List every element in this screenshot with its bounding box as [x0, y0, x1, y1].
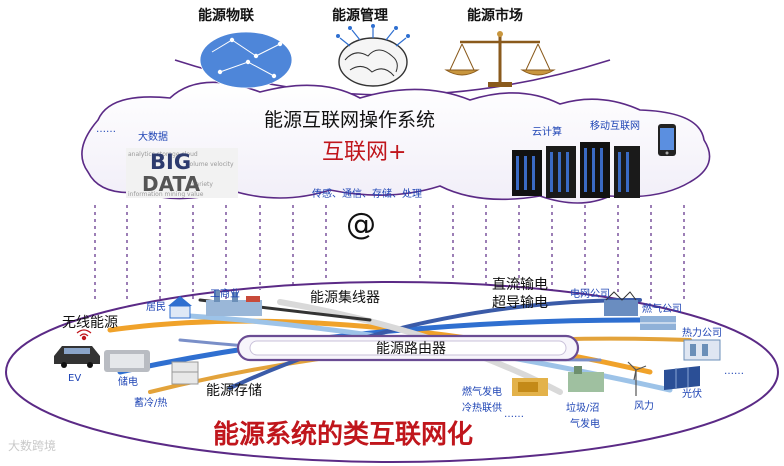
- cloud-dots-left: ……: [96, 124, 116, 135]
- watermark-text: 大数跨境: [8, 439, 57, 453]
- waste-biogas-plant-icon: [568, 366, 604, 392]
- big-data-art-line1: BIG: [150, 150, 192, 174]
- cloud-title: 能源互联网操作系统: [264, 109, 436, 131]
- big-data-art-line2: DATA: [142, 172, 201, 196]
- battery-storage-icon: [104, 350, 150, 372]
- balance-scale-icon: [444, 31, 556, 87]
- functions-label: 传感、通信、存储、处理: [312, 189, 422, 200]
- wind-turbine-icon: [627, 361, 647, 396]
- pv-label: 光伏: [682, 389, 702, 400]
- globe-network-icon: [199, 31, 293, 89]
- cloud-dots-mid: ……: [504, 409, 524, 420]
- heat-company-label: 热力公司: [682, 328, 722, 339]
- energy-system-ellipse: [5, 281, 779, 463]
- energy-router-label: 能源路由器: [376, 341, 446, 357]
- waste-label: 垃圾/沼: [566, 403, 600, 414]
- grid-company-label: 电网公司: [570, 289, 610, 300]
- big-data-wordcloud-icon: analytics storage cloud volume velocity …: [126, 148, 238, 198]
- industry-label: 工商业: [210, 289, 240, 300]
- gas-power-label: 燃气发电: [462, 387, 502, 398]
- dashed-connectors: [94, 205, 685, 300]
- ev-label: EV: [68, 373, 82, 384]
- heat-plant-icon: [683, 339, 721, 361]
- superconducting-transmission-label: 超导输电: [492, 295, 548, 311]
- solar-panel-icon: [664, 366, 700, 390]
- mobile-internet-label: 移动互联网: [590, 121, 640, 132]
- gas-pipeline-icon: [640, 316, 676, 330]
- mobile-phone-icon: [658, 124, 676, 156]
- at-symbol: @: [346, 207, 376, 242]
- svg-text:analytics storage cloud: analytics storage cloud: [128, 151, 198, 158]
- refrigerator-icon: [171, 361, 199, 385]
- resident-label: 居民: [146, 302, 166, 313]
- biogas-power-label: 气发电: [570, 419, 600, 430]
- gas-company-label: 燃气公司: [642, 304, 682, 315]
- svg-text:volume velocity: volume velocity: [186, 161, 234, 168]
- gas-turbine-icon: [512, 378, 548, 396]
- label-energy-iot: 能源物联: [198, 8, 254, 24]
- internet-plus-label: 互联网+: [322, 140, 407, 165]
- factory-icon: [206, 290, 262, 316]
- energy-storage-label: 能源存储: [206, 383, 262, 399]
- big-data-label: 大数据: [138, 132, 168, 143]
- ring-dots-right: ……: [724, 366, 744, 377]
- footer-title: 能源系统的类互联网化: [213, 420, 474, 450]
- cchp-label: 冷热联供: [462, 403, 502, 414]
- grid-tower-icon: [604, 291, 638, 316]
- wind-label: 风力: [634, 401, 654, 412]
- wireless-signal-icon: [76, 329, 92, 341]
- energy-hub-label: 能源集线器: [310, 290, 380, 306]
- label-energy-management: 能源管理: [332, 8, 388, 24]
- wireless-energy-label: 无线能源: [62, 315, 118, 331]
- server-racks-icon: [512, 142, 640, 198]
- dc-transmission-label: 直流输电: [492, 277, 548, 293]
- power-storage-label: 储电: [118, 377, 138, 388]
- svg-text:variety: variety: [192, 181, 213, 188]
- residential-house-icon: [168, 296, 192, 319]
- label-energy-market: 能源市场: [467, 8, 523, 24]
- cloud-computing-label: 云计算: [532, 127, 562, 138]
- svg-text:information mining value: information mining value: [128, 191, 204, 198]
- ev-car-icon: [54, 346, 100, 368]
- cold-heat-storage-label: 蓄冷/热: [134, 398, 168, 409]
- brain-icon: [336, 24, 410, 87]
